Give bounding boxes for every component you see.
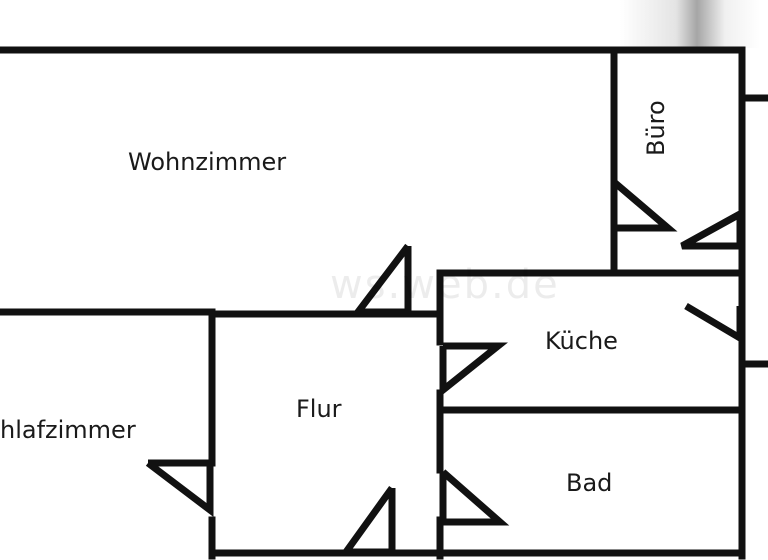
photo-shade: [620, 0, 760, 48]
door-buero: [610, 179, 678, 232]
label-buero: Büro: [642, 100, 670, 156]
label-schlafzimmer: hlafzimmer: [0, 416, 136, 444]
label-flur: Flur: [296, 395, 342, 423]
door-kueche-right: [684, 302, 744, 345]
label-bad: Bad: [566, 469, 613, 497]
door-kueche: [439, 342, 508, 398]
label-kueche: Küche: [545, 327, 618, 355]
label-wohnzimmer: Wohnzimmer: [128, 148, 287, 176]
door-bad: [439, 469, 510, 526]
door-buero-right: [680, 210, 744, 250]
watermark: ws.web.de: [330, 262, 560, 308]
door-flur-bottom: [339, 485, 396, 556]
door-wohnzimmer: [350, 243, 412, 316]
door-schlafzimmer: [145, 459, 214, 518]
